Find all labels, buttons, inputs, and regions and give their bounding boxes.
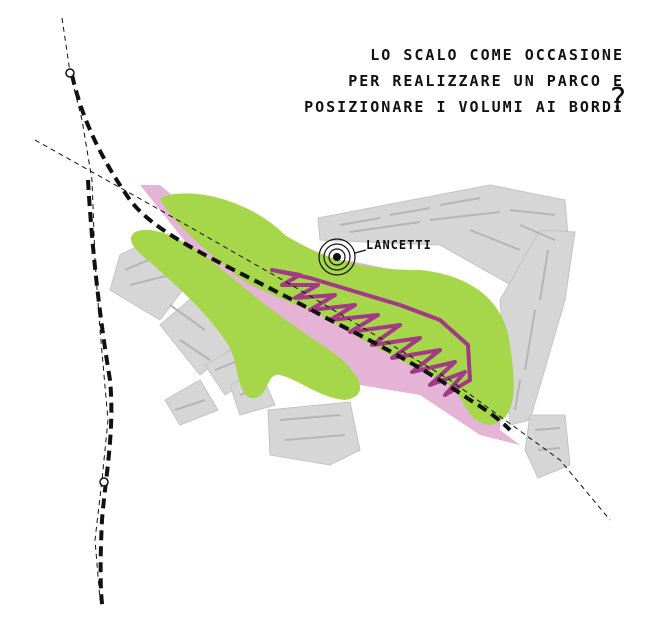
thin-line-diagonal — [34, 139, 611, 521]
proposed-volumes — [270, 268, 472, 397]
station-node-south — [99, 477, 109, 487]
station-node-north — [65, 68, 75, 78]
building-block-southeast — [524, 414, 571, 479]
question-mark: ? — [610, 82, 626, 117]
lancetti-station-icon — [318, 238, 367, 276]
diagram-title: Lo scalo come occasione per realizzare u… — [194, 42, 624, 120]
title-line-3: posizionare i volumi ai bordi — [304, 98, 624, 116]
rail-line-west — [86, 179, 114, 611]
title-line-1: Lo scalo come occasione — [370, 46, 624, 64]
park-southwest — [130, 229, 361, 400]
lancetti-label: Lancetti — [366, 238, 432, 252]
rail-line-north — [70, 74, 512, 432]
rail-lines — [70, 74, 512, 611]
building-block-south-1 — [164, 379, 219, 426]
building-block-south-3 — [267, 401, 361, 466]
building-patterns — [124, 197, 561, 451]
title-line-2: per realizzare un parco e — [348, 72, 624, 90]
